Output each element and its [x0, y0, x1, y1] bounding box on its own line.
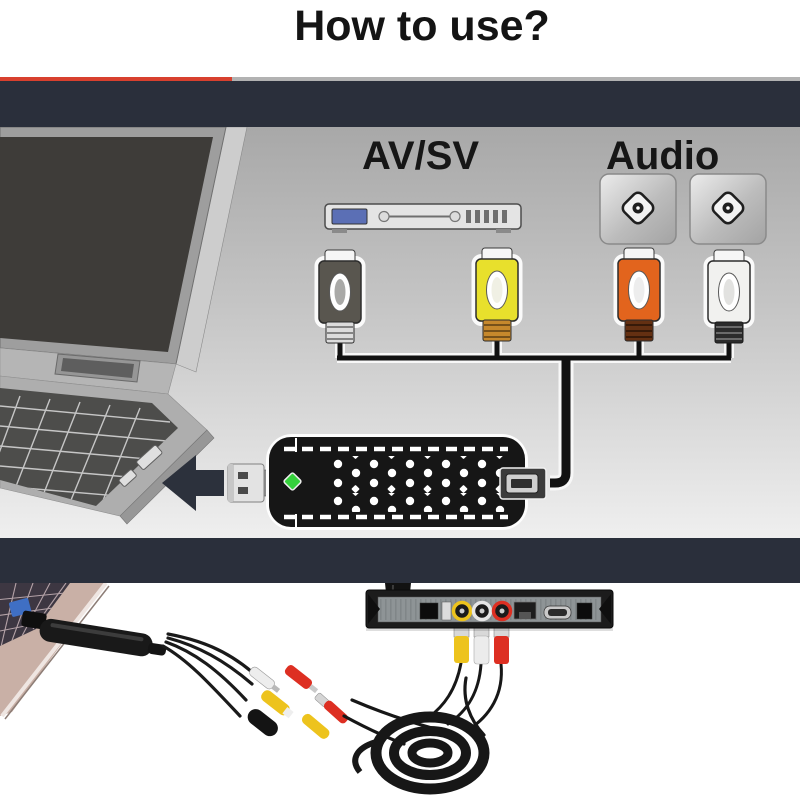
box-ports [419, 600, 593, 622]
photo-rca-red-2 [323, 700, 349, 724]
navy-band-bottom [0, 538, 800, 583]
label-av-sv: AV/SV [362, 134, 480, 178]
vent-dots [330, 456, 510, 512]
top-divider-line [0, 77, 800, 81]
hanging-plug-red [494, 636, 509, 664]
usb-plug-icon [227, 463, 273, 503]
rca-plug-yellow-icon [471, 247, 523, 342]
photo-s-video [247, 709, 278, 737]
photo-rca-yellow [261, 690, 290, 716]
av-input-port [499, 467, 547, 500]
led-indicator [283, 472, 302, 491]
photo-rca-white [249, 666, 275, 690]
laptop-usb-ports [118, 444, 163, 487]
left-arrow-icon [162, 455, 224, 511]
page-title: How to use? [294, 2, 550, 50]
connection-diagram [0, 127, 800, 538]
audio-socket-left-icon [599, 173, 677, 245]
hanging-rca-plugs [426, 627, 510, 732]
navy-band-top [0, 81, 800, 127]
product-photo [0, 583, 800, 800]
set-top-box [365, 583, 614, 631]
photo-capture-device [21, 610, 167, 657]
photo-drawing [0, 583, 614, 795]
laptop-screen [0, 137, 213, 352]
connector-cluster [247, 665, 349, 739]
label-audio: Audio [606, 134, 720, 178]
dvd-player-icon [324, 203, 522, 233]
red-accent-line [0, 77, 232, 81]
photo-rca-red [284, 665, 313, 689]
usb-capture-stick-icon [266, 434, 547, 530]
rca-cable-coil [352, 711, 490, 795]
rca-plug-white-icon [703, 249, 755, 344]
hanging-plug-yellow [454, 636, 469, 663]
laptop-icon [0, 127, 248, 525]
laptop-keyboard [0, 388, 178, 506]
photo-laptop [0, 583, 110, 720]
hanging-plug-white [473, 635, 490, 665]
rca-plug-orange-icon [613, 247, 665, 342]
s-video-plug-icon [314, 249, 366, 344]
diagram-drawing [0, 127, 767, 530]
breakout-cables [161, 632, 254, 718]
audio-socket-right-icon [689, 173, 767, 245]
photo-rca-yellow-2 [301, 713, 330, 739]
